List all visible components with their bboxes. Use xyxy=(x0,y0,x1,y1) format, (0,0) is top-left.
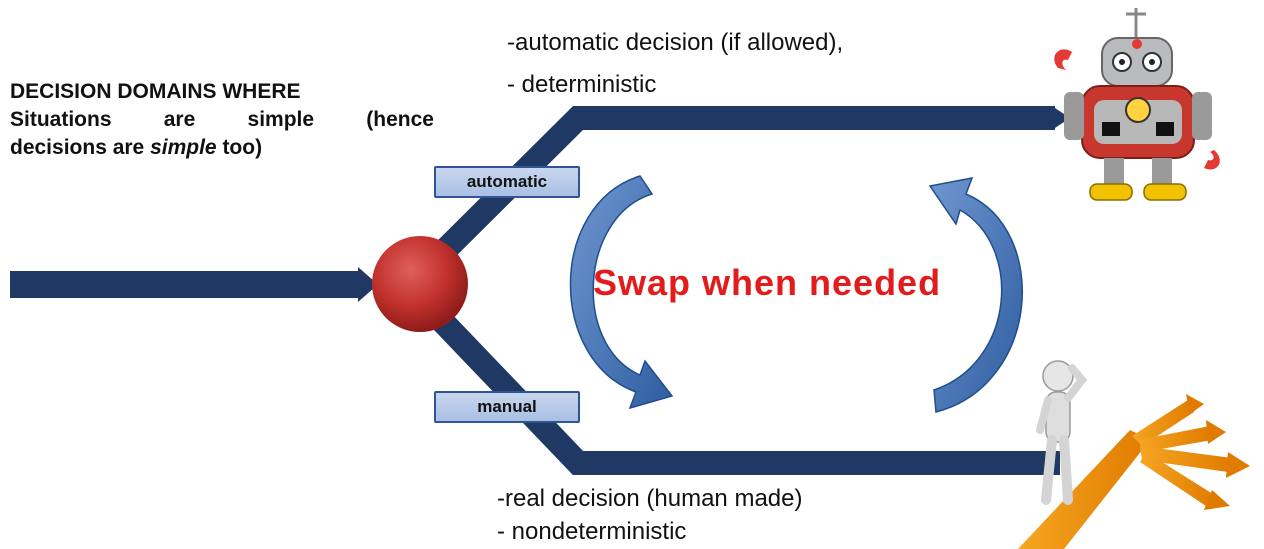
automatic-tag: automatic xyxy=(434,166,580,198)
heading-line-3: decisions are simple too) xyxy=(10,134,434,162)
heading-line-3-start: decisions are xyxy=(10,136,151,159)
swap-label: Swap when needed xyxy=(593,262,942,303)
swap-arrow-down-icon xyxy=(569,175,674,410)
input-path xyxy=(10,267,378,302)
manual-path xyxy=(411,289,1060,475)
automatic-note-line-1: -automatic decision (if allowed), xyxy=(507,29,844,56)
heading-emphasis: simple xyxy=(150,136,217,159)
domain-heading: DECISION DOMAINS WHERE Situations are si… xyxy=(10,78,434,162)
manual-note-line-2: - nondeterministic xyxy=(497,518,687,545)
automatic-path xyxy=(411,106,1070,284)
manual-tag: manual xyxy=(434,391,580,423)
heading-line-1: DECISION DOMAINS WHERE xyxy=(10,80,301,103)
heading-line-3-end: too) xyxy=(216,136,263,159)
automatic-note-line-2: - deterministic xyxy=(507,71,657,98)
heading-line-2: Situations are simple (hence xyxy=(10,108,434,131)
thinking-person-icon xyxy=(1018,360,1250,549)
robot-icon xyxy=(1054,8,1220,201)
decision-node xyxy=(372,236,468,332)
swap-arrow-up-icon xyxy=(928,177,1023,413)
manual-note-line-1: -real decision (human made) xyxy=(497,485,803,512)
